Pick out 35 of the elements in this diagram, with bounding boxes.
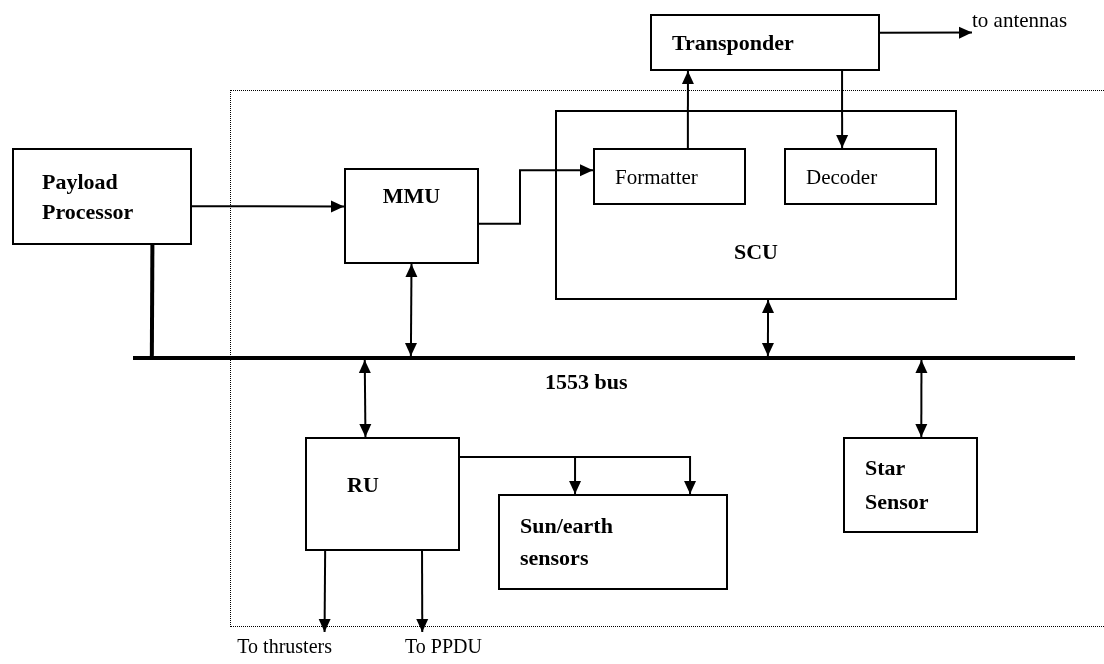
group-boundary xyxy=(230,90,1104,627)
arrow xyxy=(191,200,345,213)
process-box xyxy=(843,437,978,533)
box-label: Transponder xyxy=(672,28,794,57)
arrow xyxy=(459,455,697,495)
box-label: RU xyxy=(347,471,379,499)
process-box xyxy=(12,148,192,245)
arrow xyxy=(318,550,331,633)
process-box xyxy=(650,14,880,71)
process-box xyxy=(784,148,937,205)
note-text: to antennas xyxy=(972,6,1100,34)
box-label: Payload Processor xyxy=(42,167,135,226)
arrow xyxy=(416,550,429,633)
note-text: To PPDU xyxy=(405,632,501,660)
box-label: Star Sensor xyxy=(865,454,930,516)
bus-label: 1553 bus xyxy=(545,368,628,396)
arrow xyxy=(761,299,774,357)
arrow xyxy=(915,359,928,438)
note-text: To thrusters xyxy=(208,632,332,660)
arrow xyxy=(358,359,372,438)
process-box xyxy=(344,168,479,264)
process-box xyxy=(555,110,957,300)
box-label: Formatter xyxy=(615,163,698,191)
box-label: Decoder xyxy=(806,163,878,191)
process-box xyxy=(593,148,746,205)
arrow xyxy=(681,70,694,149)
arrow xyxy=(405,263,418,357)
box-label: MMU xyxy=(382,182,441,210)
box-label: SCU xyxy=(734,238,778,266)
process-box xyxy=(498,494,728,590)
arrow xyxy=(836,70,849,149)
box-label: Sun/earth sensors xyxy=(520,512,614,572)
process-box xyxy=(305,437,460,551)
arrow xyxy=(478,164,594,225)
arrow xyxy=(879,26,973,39)
